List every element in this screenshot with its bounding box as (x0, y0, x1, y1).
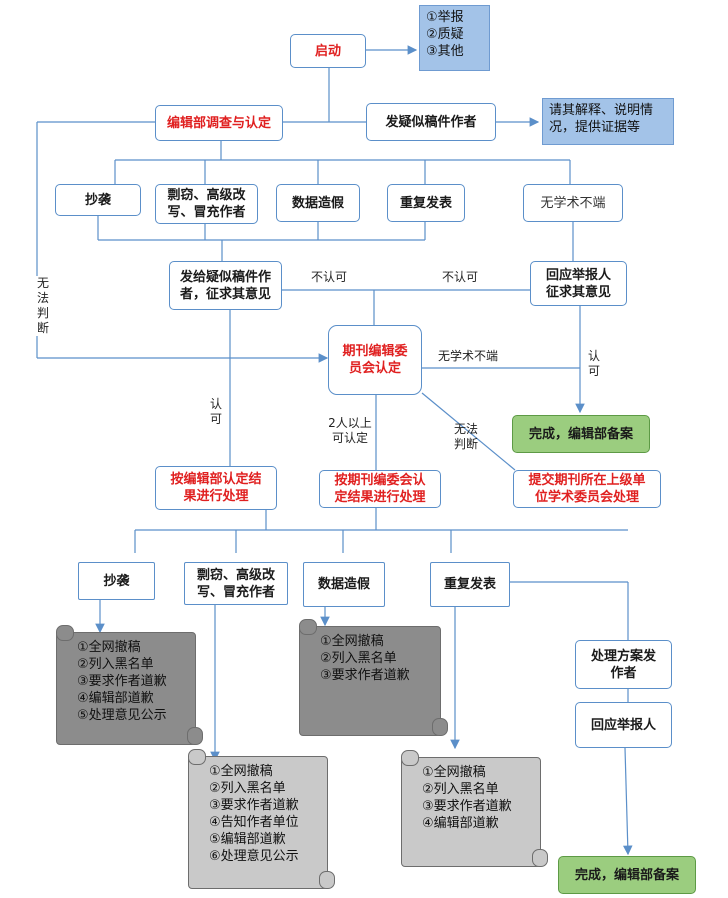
duplicate-node-2: 重复发表 (430, 562, 510, 607)
agree-left-label: 认 可 (209, 397, 222, 426)
disagree-label-1: 不认可 (310, 270, 347, 284)
cannot-judge-left-label: 无 法 判 断 (36, 276, 50, 336)
submit-upper-node: 提交期刊所在上级单 位学术委员会处理 (513, 470, 661, 508)
done-node-2: 完成，编辑部备案 (558, 856, 696, 894)
plagiarism-actions-scroll: ①全网撤稿 ②列入黑名单 ③要求作者道歉 ④编辑部道歉 ⑤处理意见公示 (56, 625, 203, 745)
disagree-label-2: 不认可 (441, 270, 478, 284)
agree-right-label: 认 可 (587, 349, 600, 378)
send-suspect-node: 发给疑似稿件作 者，征求其意见 (169, 261, 282, 310)
theft-actions-scroll: ①全网撤稿 ②列入黑名单 ③要求作者道歉 ④告知作者单位 ⑤编辑部道歉 ⑥处理意… (188, 749, 335, 889)
investigate-node: 编辑部调查与认定 (155, 105, 283, 141)
theft-node-2: 剽窃、高级改 写、冒充作者 (184, 562, 288, 605)
start-node: 启动 (290, 34, 366, 68)
by-editorial-node: 按编辑部认定结 果进行处理 (155, 466, 277, 510)
theft-node: 剽窃、高级改 写、冒充作者 (155, 184, 258, 224)
by-committee-node: 按期刊编委会认 定结果进行处理 (319, 470, 441, 508)
no-misconduct-edge-label: 无学术不端 (437, 349, 498, 363)
cannot-judge-right-label: 无法 判断 (453, 422, 478, 451)
explain-note: 请其解释、说明情 况，提供证据等 (542, 98, 674, 145)
duplicate-actions-scroll: ①全网撤稿 ②列入黑名单 ③要求作者道歉 ④编辑部道歉 (401, 750, 548, 867)
report-types-note: ①举报 ②质疑 ③其他 (419, 5, 490, 71)
reply-reporter-node-2: 回应举报人 (575, 702, 672, 748)
two-people-label: 2人以上 可认定 (328, 416, 372, 445)
send-author-node: 发疑似稿件作者 (366, 103, 496, 141)
duplicate-node: 重复发表 (387, 184, 465, 222)
reply-reporter-node: 回应举报人 征求其意见 (530, 261, 627, 306)
done-node-1: 完成，编辑部备案 (512, 415, 650, 453)
fabrication-actions-scroll: ①全网撤稿 ②列入黑名单 ③要求作者道歉 (299, 619, 448, 736)
fabrication-node-2: 数据造假 (303, 562, 385, 607)
send-plan-node: 处理方案发 作者 (575, 640, 672, 689)
committee-node: 期刊编辑委 员会认定 (328, 325, 422, 395)
plagiarism-node-2: 抄袭 (78, 562, 155, 600)
no-misconduct-node: 无学术不端 (523, 184, 623, 222)
fabrication-node: 数据造假 (276, 184, 360, 222)
plagiarism-node: 抄袭 (55, 184, 141, 216)
